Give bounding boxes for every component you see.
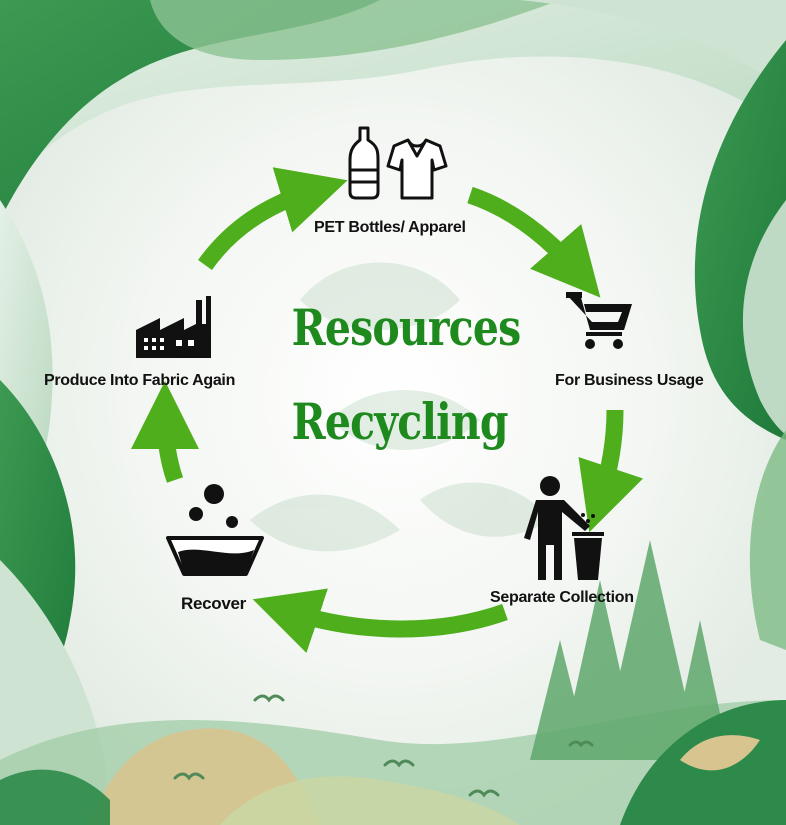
step-label-business: For Business Usage <box>555 372 704 389</box>
top-right-pale-leaf <box>520 0 786 90</box>
right-lower-leaf <box>749 430 786 650</box>
basin-icon <box>166 484 264 576</box>
step-label-separate: Separate Collection <box>490 589 634 606</box>
arrow-pet-to-business <box>467 186 601 298</box>
bottle-and-shirt-icon <box>348 126 448 200</box>
title-line-1: Resources <box>291 298 522 357</box>
right-pale-leaf <box>742 200 786 435</box>
step-label-recover: Recover <box>181 594 246 613</box>
person-trash-bin-icon <box>524 476 604 580</box>
light-bush <box>220 776 520 825</box>
arrow-business-to-separate <box>578 409 644 533</box>
top-mid-leaf <box>150 0 560 60</box>
arrow-recover-to-fabric <box>131 381 200 483</box>
center-leaf-watermark <box>250 262 550 552</box>
golden-bush-right <box>680 735 760 771</box>
birds <box>173 694 594 798</box>
pine-trees <box>530 540 730 760</box>
bottom-left-dark-leaf <box>0 769 110 825</box>
top-pale-leaf <box>0 0 786 200</box>
arrow-separate-to-recover <box>252 588 508 654</box>
factory-icon <box>136 296 211 358</box>
top-left-dark-leaf <box>0 0 380 220</box>
shopping-cart-icon <box>566 292 632 349</box>
title-line-2: Recycling <box>291 392 509 451</box>
step-label-pet: PET Bottles/ Apparel <box>314 219 466 236</box>
step-label-fabric: Produce Into Fabric Again <box>44 372 236 389</box>
cycle-arrows <box>131 167 644 654</box>
arrow-fabric-to-pet <box>198 167 348 271</box>
